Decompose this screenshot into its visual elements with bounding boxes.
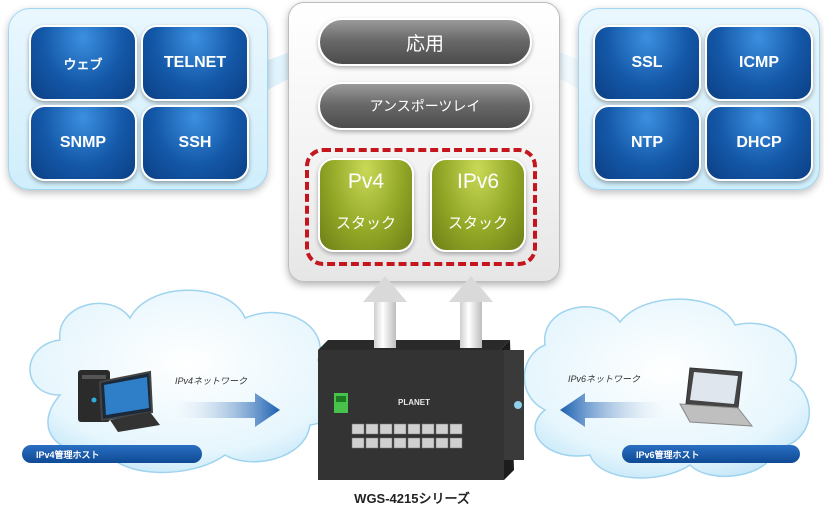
device-caption: WGS-4215シリーズ bbox=[354, 491, 470, 506]
transport-layer-pill: アンスポーツレイ bbox=[318, 82, 532, 130]
application-layer-pill: 応用 bbox=[318, 18, 532, 66]
ipv4-stack-title: Pv4 bbox=[347, 170, 385, 193]
switch-device-icon bbox=[318, 340, 524, 480]
ipv6-host-label: IPv6管理ホスト bbox=[622, 445, 800, 463]
ipv6-stack-block: IPv6 スタック bbox=[430, 158, 526, 252]
ssl-tile: SSL bbox=[593, 25, 701, 101]
ipv6-arrow bbox=[560, 393, 670, 427]
snmp-tile: SNMP bbox=[29, 105, 137, 181]
ipv6-stack-subtitle: スタック bbox=[447, 215, 508, 232]
ipv4-up-arrow-head bbox=[363, 276, 407, 302]
ntp-tile: NTP bbox=[593, 105, 701, 181]
ssh-tile: SSH bbox=[141, 105, 249, 181]
ipv4-arrow bbox=[170, 393, 280, 427]
ipv6-up-arrow-head bbox=[449, 276, 493, 302]
ipv4-up-arrow-shaft bbox=[374, 302, 396, 348]
right-protocol-panel: SSL ICMP NTP DHCP bbox=[578, 8, 820, 190]
ipv4-stack-subtitle: スタック bbox=[335, 215, 396, 232]
ipv4-stack-block: Pv4 スタック bbox=[318, 158, 414, 252]
web-tile: ウェブ bbox=[29, 25, 137, 101]
icmp-tile: ICMP bbox=[705, 25, 813, 101]
dhcp-tile: DHCP bbox=[705, 105, 813, 181]
ipv6-network-label: IPv6ネットワーク bbox=[568, 374, 641, 384]
left-protocol-panel: ウェブ TELNET SNMP SSH bbox=[8, 8, 268, 190]
telnet-tile: TELNET bbox=[141, 25, 249, 101]
ipv6-up-arrow-shaft bbox=[460, 302, 482, 348]
ipv4-host-label: IPv4管理ホスト bbox=[22, 445, 202, 463]
desktop-pc-icon bbox=[78, 370, 160, 432]
ipv6-stack-title: IPv6 bbox=[456, 170, 500, 193]
planet-logo: PLANET bbox=[398, 398, 430, 407]
ipv4-network-label: IPv4ネットワーク bbox=[175, 376, 248, 386]
dual-stack-outline bbox=[305, 148, 537, 266]
laptop-icon bbox=[679, 367, 754, 427]
